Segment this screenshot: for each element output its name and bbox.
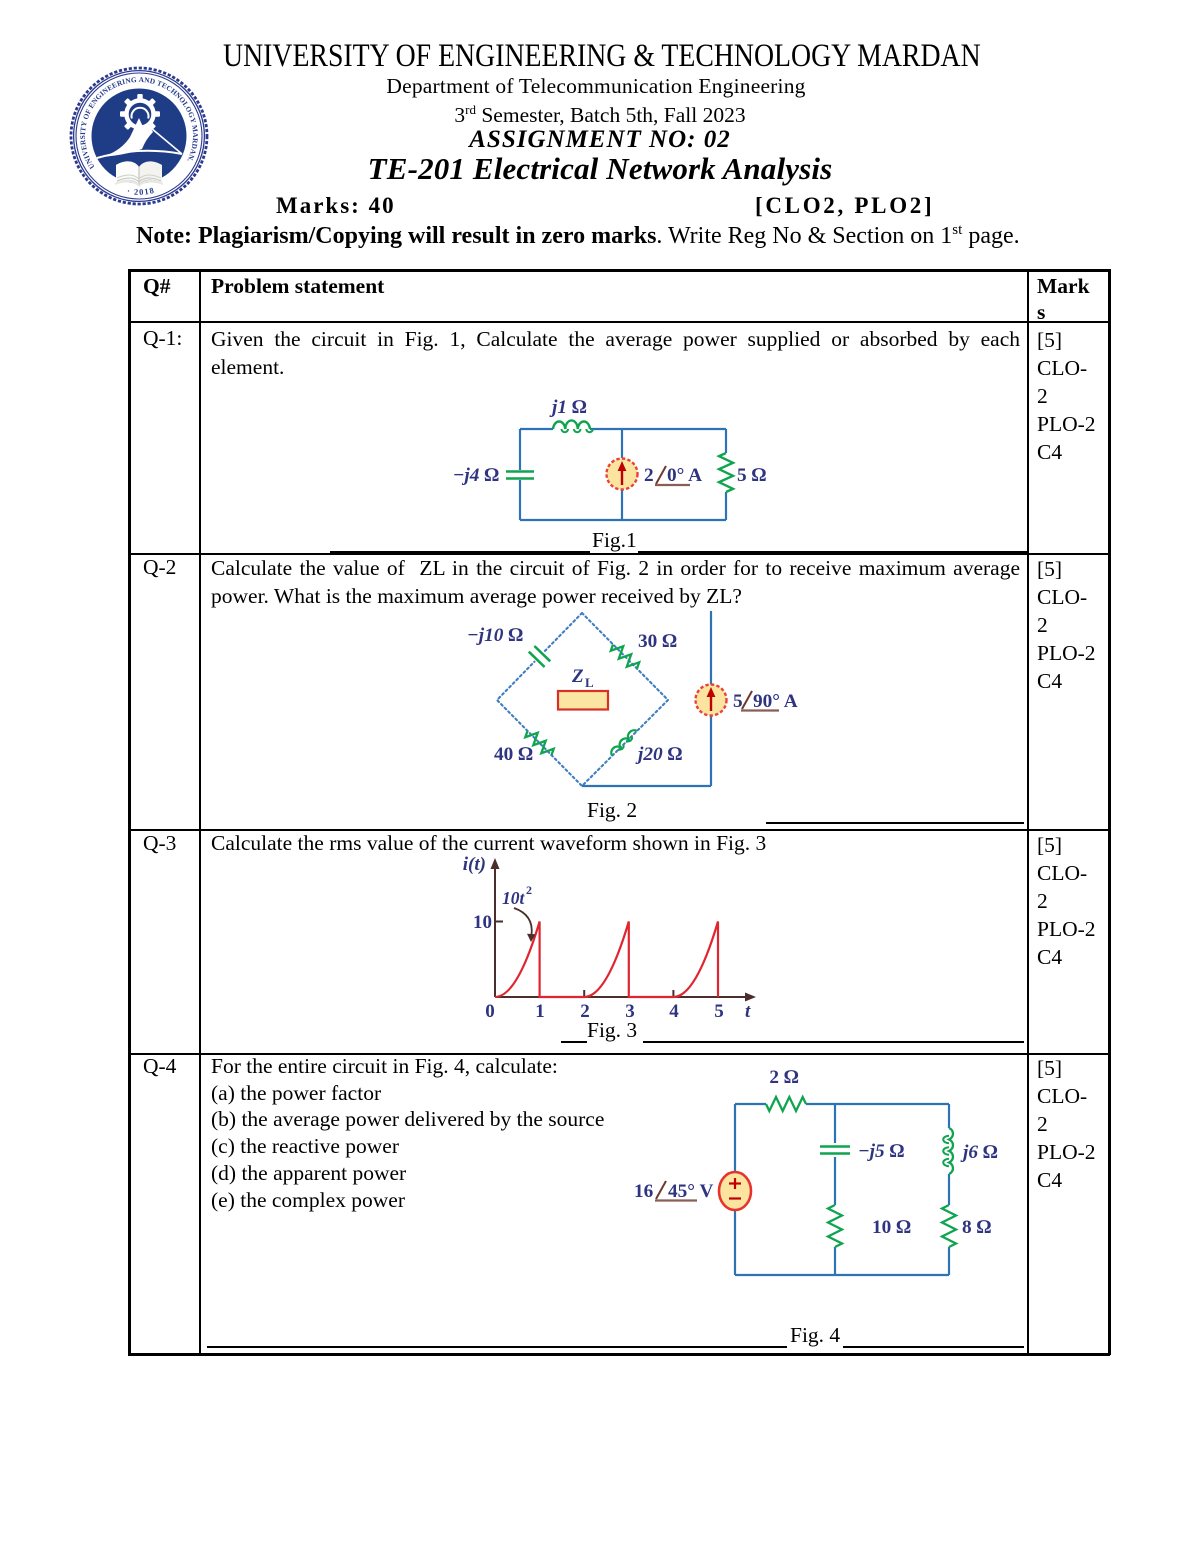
svg-text:−j4 Ω: −j4 Ω [453, 465, 500, 486]
svg-text:90° A: 90° A [753, 691, 798, 712]
svg-text:45° V: 45° V [668, 1181, 713, 1202]
svg-text:10t: 10t [502, 888, 526, 908]
svg-text:Z: Z [571, 666, 584, 687]
svg-text:1: 1 [535, 1001, 545, 1022]
svg-text:30 Ω: 30 Ω [638, 631, 677, 652]
svg-text:5: 5 [714, 1001, 724, 1022]
svg-text:−j10 Ω: −j10 Ω [467, 625, 523, 646]
svg-text:2 Ω: 2 Ω [769, 1067, 798, 1088]
svg-text:3: 3 [625, 1001, 635, 1022]
svg-text:8 Ω: 8 Ω [962, 1217, 991, 1238]
svg-text:j6 Ω: j6 Ω [960, 1142, 998, 1163]
svg-text:j1 Ω: j1 Ω [549, 397, 587, 418]
svg-text:5 Ω: 5 Ω [737, 465, 766, 486]
svg-text:−j5 Ω: −j5 Ω [858, 1141, 905, 1162]
svg-text:2: 2 [526, 883, 532, 897]
svg-text:5: 5 [733, 691, 743, 712]
svg-text:· 2018: · 2018 [126, 185, 156, 197]
svg-text:i(t): i(t) [463, 854, 486, 875]
svg-text:0: 0 [485, 1001, 495, 1022]
svg-text:40 Ω: 40 Ω [494, 744, 533, 765]
svg-text:10 Ω: 10 Ω [872, 1217, 911, 1238]
svg-text:t: t [745, 1001, 751, 1022]
svg-text:2: 2 [644, 465, 654, 486]
svg-text:j20 Ω: j20 Ω [635, 744, 682, 765]
svg-text:2: 2 [580, 1001, 590, 1022]
svg-text:4: 4 [669, 1001, 679, 1022]
svg-text:10: 10 [473, 912, 492, 933]
svg-text:L: L [585, 675, 594, 690]
svg-text:0° A: 0° A [667, 465, 702, 486]
svg-text:16: 16 [634, 1181, 654, 1202]
